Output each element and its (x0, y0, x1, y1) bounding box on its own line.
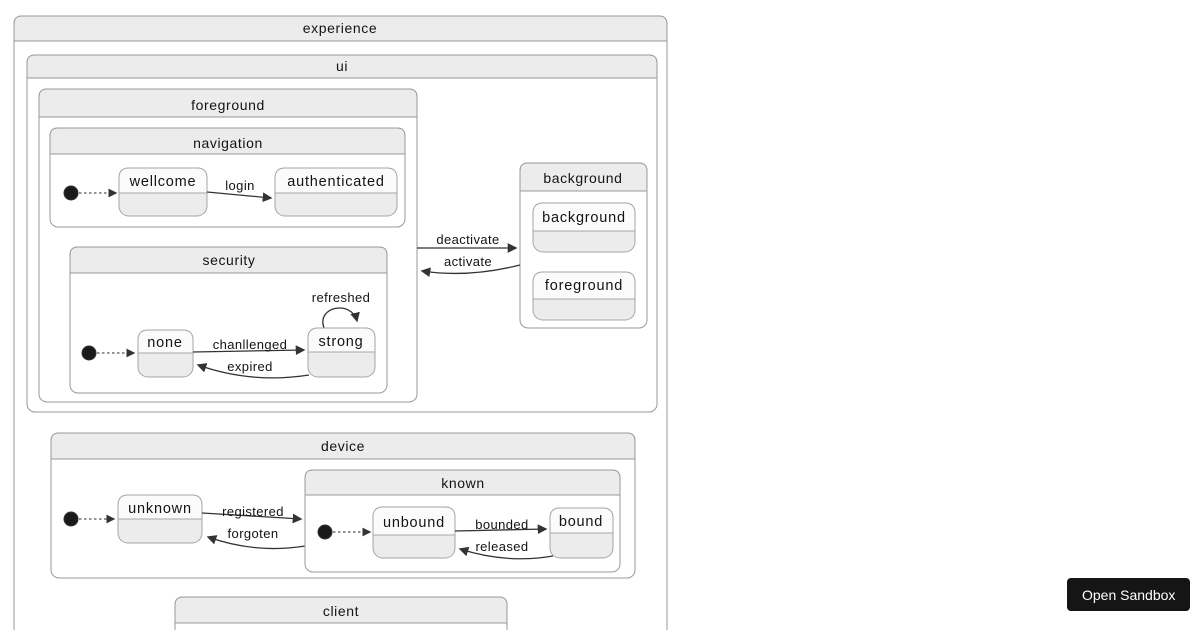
state-background-inner: background (532, 202, 636, 253)
initial-state-dot-known (317, 524, 333, 540)
state-unbound: unbound (372, 506, 456, 559)
state-diagram: experience ui foreground navigation well… (13, 15, 668, 630)
transition-registered-arrow (201, 512, 303, 524)
transition-refreshed-arrow (322, 307, 360, 329)
initial-state-dot-navigation (63, 185, 79, 201)
transition-deactivate-label: deactivate (436, 232, 499, 247)
transition-released-label: released (475, 539, 528, 554)
transition-expired-arrow (196, 363, 310, 379)
transition-login-arrow (206, 191, 273, 203)
state-background-inner-label: background (542, 210, 626, 226)
transition-expired-label: expired (227, 359, 272, 374)
composite-device-title: device (321, 438, 365, 454)
transition-forgoten-label: forgoten (228, 526, 279, 541)
initial-state-dot-security (81, 345, 97, 361)
transition-bounded-label: bounded (475, 517, 528, 532)
state-wellcome: wellcome (118, 167, 208, 217)
state-none: none (137, 329, 194, 378)
transition-registered-label: registered (222, 504, 284, 519)
state-bound-label: bound (559, 514, 603, 530)
composite-client: client (174, 596, 508, 630)
transition-activate-label: activate (444, 254, 492, 269)
transition-refreshed-label: refreshed (312, 290, 371, 305)
state-strong: strong (307, 327, 376, 378)
transition-released-arrow (458, 546, 554, 560)
state-foreground-inner: foreground (532, 271, 636, 321)
state-none-label: none (147, 335, 182, 351)
open-sandbox-button[interactable]: Open Sandbox (1067, 578, 1191, 611)
composite-known-title: known (441, 475, 484, 491)
composite-ui-title: ui (336, 58, 348, 74)
transition-login-label: login (225, 178, 254, 193)
transition-bounded-arrow (454, 524, 548, 535)
state-authenticated-label: authenticated (287, 174, 384, 190)
composite-background-title: background (543, 170, 622, 186)
state-wellcome-label: wellcome (129, 174, 197, 190)
transition-activate-arrow (420, 264, 521, 278)
composite-security-title: security (202, 252, 255, 268)
transition-forgoten-arrow (206, 535, 306, 550)
state-bound: bound (549, 507, 614, 559)
composite-experience-title: experience (303, 20, 378, 36)
state-unknown-label: unknown (128, 501, 192, 517)
composite-foreground-title: foreground (191, 97, 265, 113)
state-unknown: unknown (117, 494, 203, 544)
state-unbound-label: unbound (383, 515, 445, 531)
composite-client-title: client (323, 603, 359, 619)
transition-chanllenged-label: chanllenged (213, 337, 288, 352)
initial-state-dot-device (63, 511, 79, 527)
state-authenticated: authenticated (274, 167, 398, 217)
transition-chanllenged-arrow (192, 345, 306, 356)
state-strong-label: strong (318, 334, 363, 350)
state-foreground-inner-label: foreground (545, 278, 623, 294)
composite-navigation-title: navigation (193, 135, 263, 151)
